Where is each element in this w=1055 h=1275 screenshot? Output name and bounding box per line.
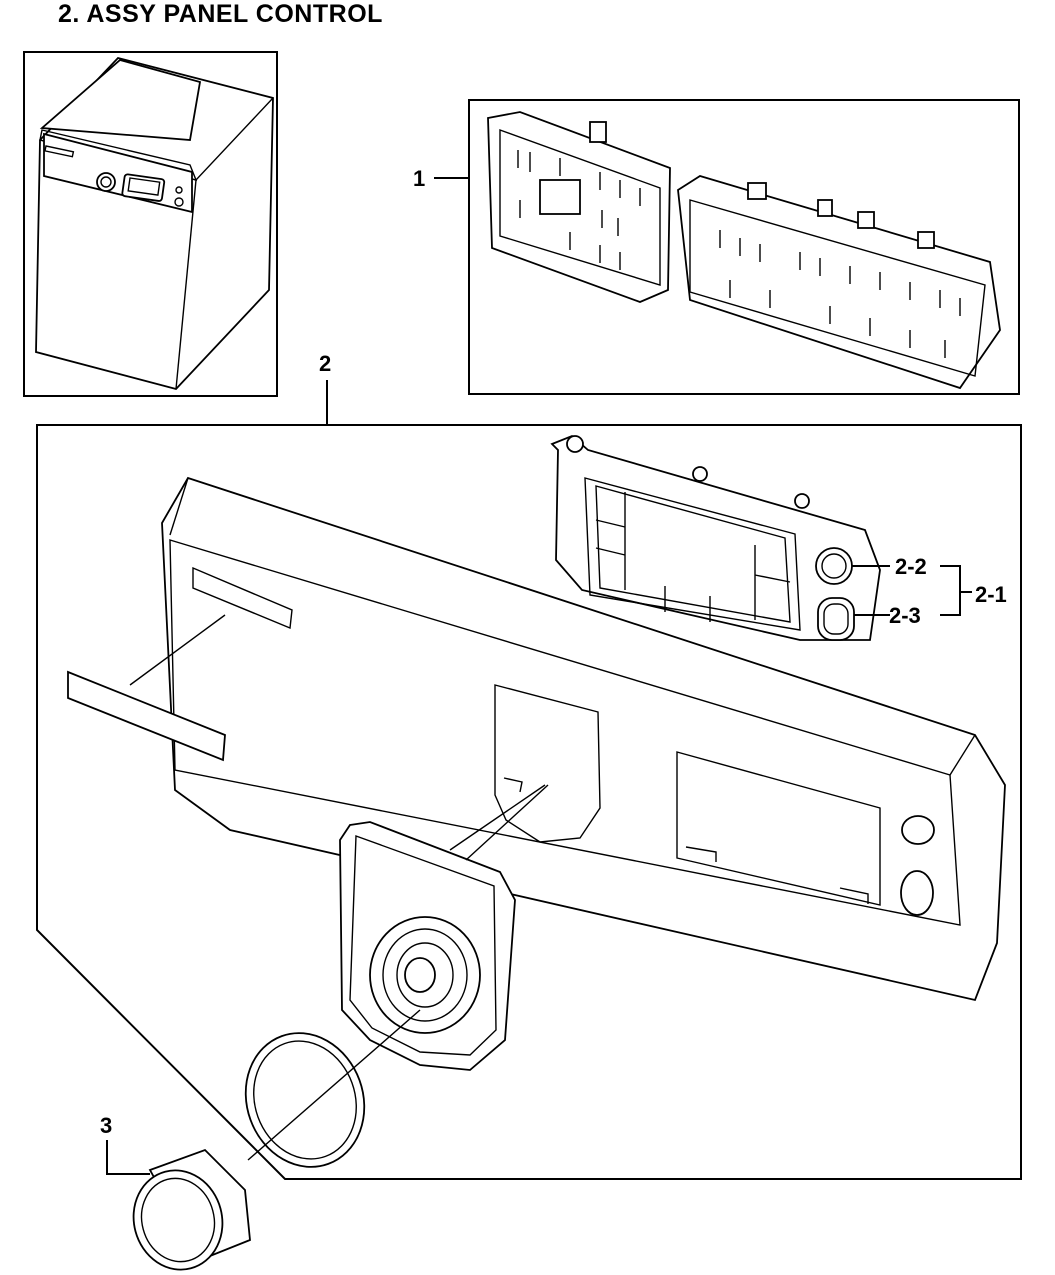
ring-illustration <box>244 1009 421 1168</box>
knob-illustration <box>132 1148 251 1271</box>
callout-2-2: 2-2 <box>895 554 927 579</box>
bracket-2-1 <box>940 565 972 616</box>
overview-box <box>23 51 278 397</box>
assembly-box <box>36 424 1022 1180</box>
display-frame-illustration <box>550 434 881 641</box>
callout-3: 3 <box>100 1113 112 1138</box>
callout-2-1: 2-1 <box>975 582 1007 607</box>
callout-1: 1 <box>413 166 425 191</box>
leader-line-housing <box>465 784 549 861</box>
pcb-assembly-illustration <box>487 111 1001 390</box>
leader-line-3 <box>106 1140 150 1175</box>
callout-2-3: 2-3 <box>889 603 921 628</box>
control-panel-illustration <box>161 476 1006 1002</box>
knob-housing-illustration <box>339 784 546 1071</box>
pcb-box <box>468 99 1020 395</box>
callout-2: 2 <box>319 351 331 376</box>
dryer-overview-illustration <box>35 56 274 391</box>
page-title: 2. ASSY PANEL CONTROL <box>58 0 383 28</box>
decal-illustration <box>67 614 226 762</box>
